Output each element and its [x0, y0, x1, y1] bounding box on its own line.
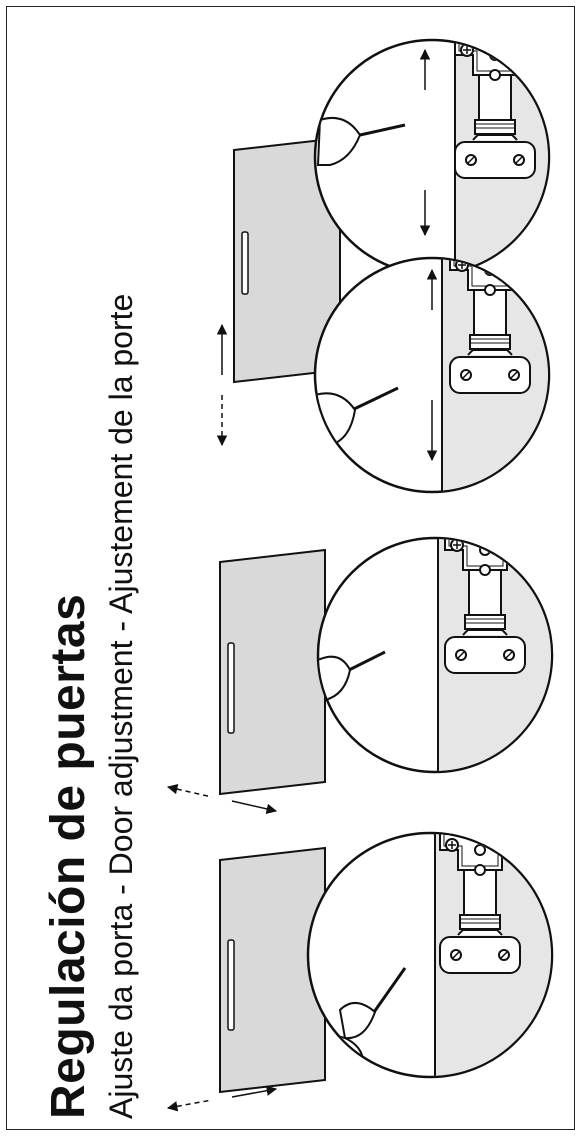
screwdriver-icon [344, 650, 386, 674]
panel-1 [166, 831, 554, 1112]
panel-3 [216, 38, 551, 494]
hand-icon [319, 655, 352, 701]
screwdriver-icon [338, 967, 407, 1040]
hand-icon [316, 116, 362, 166]
door-icon [219, 846, 326, 1094]
panel-2 [166, 536, 554, 815]
screwdriver-icon [351, 386, 399, 412]
door-icon [219, 548, 326, 796]
double-arrow-icon [166, 783, 278, 815]
screwdriver-icon [359, 123, 406, 137]
double-arrow-icon [166, 1085, 278, 1112]
